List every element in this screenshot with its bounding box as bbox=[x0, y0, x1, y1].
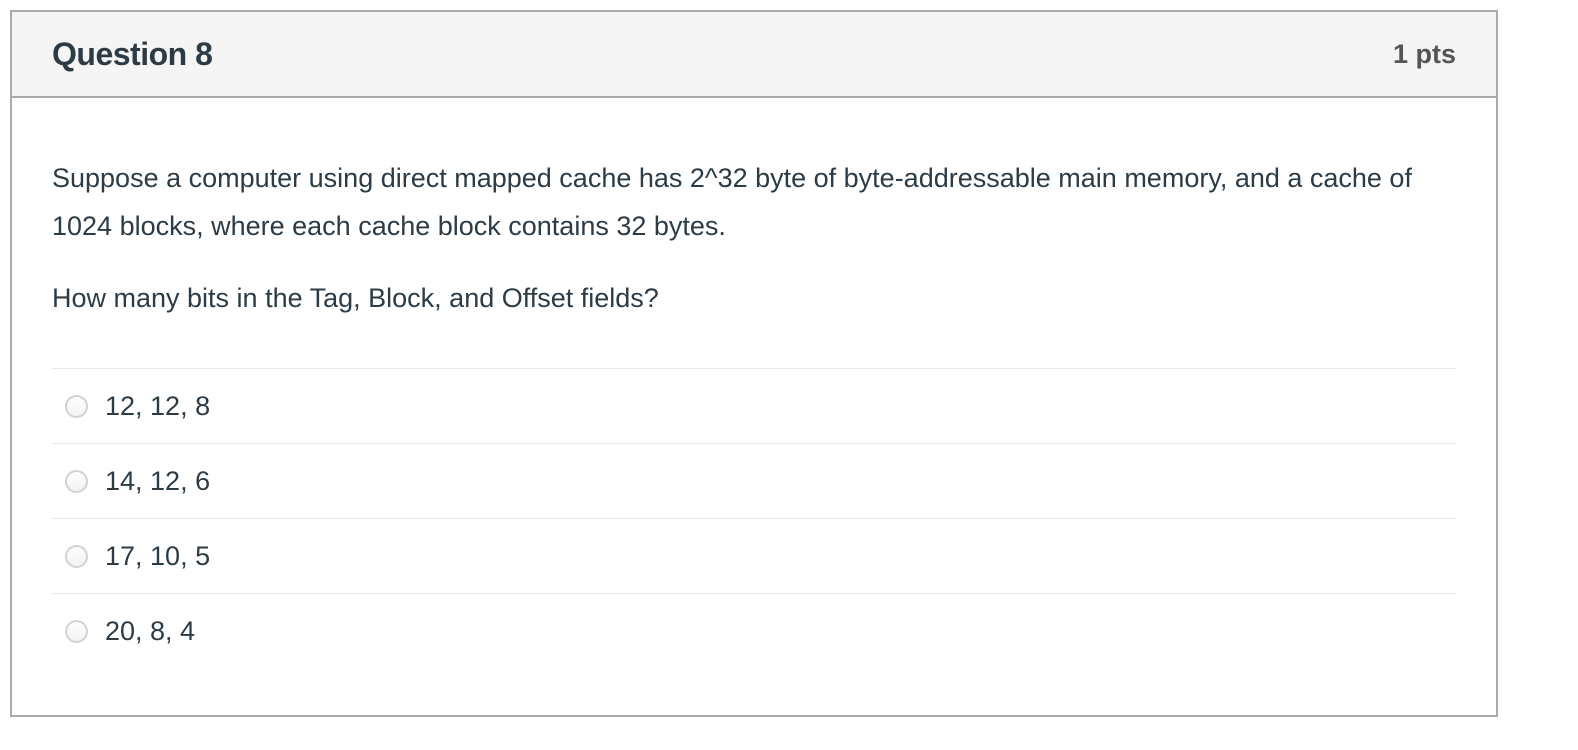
answer-option-label: 12, 12, 8 bbox=[105, 390, 211, 421]
question-header: Question 8 1 pts bbox=[12, 12, 1496, 98]
answer-option-2[interactable]: 14, 12, 6 bbox=[52, 443, 1456, 518]
question-paragraph-1: Suppose a computer using direct mapped c… bbox=[52, 163, 1412, 241]
radio-button-icon[interactable] bbox=[65, 619, 88, 643]
radio-button-icon[interactable] bbox=[65, 394, 88, 418]
answer-option-label: 20, 8, 4 bbox=[105, 615, 196, 646]
radio-button-icon[interactable] bbox=[65, 544, 88, 568]
question-title: Question 8 bbox=[52, 35, 213, 72]
answer-option-3[interactable]: 17, 10, 5 bbox=[52, 518, 1456, 593]
question-paragraph-2: How many bits in the Tag, Block, and Off… bbox=[52, 283, 659, 313]
question-points-badge: 1 pts bbox=[1392, 38, 1456, 69]
question-body: Suppose a computer using direct mapped c… bbox=[12, 98, 1496, 668]
answer-options-list: 12, 12, 8 14, 12, 6 17, 10, 5 20, 8, 4 bbox=[52, 368, 1456, 668]
question-text: Suppose a computer using direct mapped c… bbox=[52, 154, 1456, 322]
radio-button-icon[interactable] bbox=[65, 469, 88, 493]
question-panel: Question 8 1 pts Suppose a computer usin… bbox=[10, 10, 1498, 717]
answer-option-label: 14, 12, 6 bbox=[105, 465, 211, 496]
answer-option-1[interactable]: 12, 12, 8 bbox=[52, 368, 1456, 443]
answer-option-label: 17, 10, 5 bbox=[105, 540, 211, 571]
answer-option-4[interactable]: 20, 8, 4 bbox=[52, 593, 1456, 668]
